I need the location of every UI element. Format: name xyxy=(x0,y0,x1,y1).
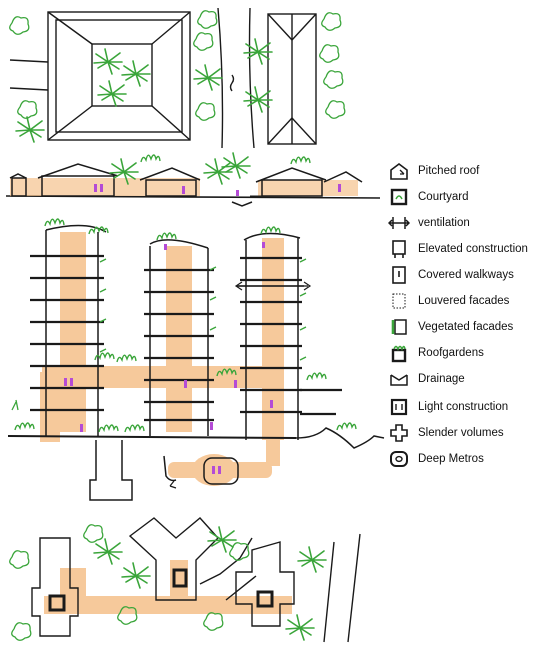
courtyard-icon xyxy=(390,188,408,206)
legend-label: Drainage xyxy=(418,373,465,385)
covered-walkway-icon xyxy=(392,266,406,284)
legend-item-roofgardens: Roofgardens xyxy=(388,342,550,364)
vegetated-facade-icon xyxy=(391,319,407,335)
towers-section xyxy=(7,218,385,501)
legend-item-louvered-facades: Louvered facades xyxy=(388,290,550,312)
ventilation-icon xyxy=(388,217,410,229)
legend-label: ventilation xyxy=(418,217,470,229)
legend-item-deep-metros: Deep Metros xyxy=(388,448,550,470)
legend-item-elevated-construction: Elevated construction xyxy=(388,238,550,260)
pitched-roof-icon xyxy=(390,163,408,180)
slender-volume-icon xyxy=(390,424,408,442)
legend-label: Slender volumes xyxy=(418,427,504,439)
legend-item-covered-walkways: Covered walkways xyxy=(388,264,550,286)
trees-top xyxy=(9,10,346,143)
legend-item-ventilation: ventilation xyxy=(388,212,550,234)
ground-plan-bottom xyxy=(9,517,361,643)
legend-label: Courtyard xyxy=(418,191,469,203)
legend-item-drainage: Drainage xyxy=(388,368,550,390)
legend-label: Deep Metros xyxy=(418,453,484,465)
legend-item-pitched-roof: Pitched roof xyxy=(388,160,550,182)
legend-item-slender-volumes: Slender volumes xyxy=(388,422,550,444)
deep-metro-icon xyxy=(390,451,408,467)
drainage-icon xyxy=(390,374,408,386)
legend-item-light-construction: Light construction xyxy=(388,396,550,418)
elevated-construction-icon xyxy=(392,240,406,258)
legend-label: Light construction xyxy=(418,401,509,413)
legend-label: Vegetated facades xyxy=(418,321,514,333)
legend-label: Louvered facades xyxy=(418,295,510,307)
roofgarden-icon xyxy=(391,345,407,363)
site-plan-top xyxy=(9,7,317,149)
section-houses xyxy=(5,152,381,207)
legend-label: Roofgardens xyxy=(418,347,484,359)
legend-label: Elevated construction xyxy=(418,243,528,255)
legend-item-courtyard: Courtyard xyxy=(388,186,550,208)
light-construction-icon xyxy=(390,398,408,416)
legend-label: Covered walkways xyxy=(418,269,514,281)
legend-item-vegetated-facades: Vegetated facades xyxy=(388,316,550,338)
legend-label: Pitched roof xyxy=(418,165,480,177)
louvered-facade-icon xyxy=(392,293,406,309)
